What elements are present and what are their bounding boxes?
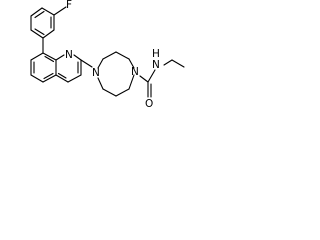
bond [97, 58, 104, 69]
bond [30, 52, 44, 61]
piperazine-nitrogen-4-label: N [131, 66, 139, 78]
bond [102, 88, 117, 97]
bond [115, 88, 130, 97]
bond [42, 52, 57, 61]
bond [171, 59, 185, 68]
carbonyl-oxygen-label: O [145, 98, 153, 110]
fluorine-label: F [66, 0, 72, 11]
piperazine-nitrogen-1-label: N [92, 67, 100, 79]
amide-hydrogen-label: H [152, 48, 160, 60]
bond [102, 51, 117, 60]
bond [41, 7, 55, 16]
bond [67, 74, 82, 83]
structure-svg: F N N N N H O [30, 0, 185, 110]
bond [163, 59, 173, 66]
molecule-diagram: F N N N N H O [0, 0, 188, 133]
bond [30, 74, 44, 83]
bond [34, 10, 45, 19]
bond [73, 54, 82, 61]
bond [55, 74, 69, 83]
bond [53, 6, 67, 16]
bond [115, 51, 130, 60]
bond [42, 74, 57, 83]
bond [43, 72, 54, 80]
bond [128, 74, 135, 90]
bond [147, 69, 156, 83]
atom-labels: F N N N N H O [65, 0, 160, 110]
bond [30, 29, 44, 39]
bond [57, 72, 67, 79]
bond [139, 75, 149, 83]
quinoline-nitrogen-label: N [65, 49, 73, 61]
amide-nitrogen-label: N [152, 59, 160, 71]
bond [42, 29, 55, 39]
bond [55, 54, 65, 61]
bond [44, 55, 55, 63]
bond [34, 28, 45, 36]
bond [30, 7, 43, 17]
bond [128, 58, 135, 69]
bond [97, 77, 104, 90]
bond [80, 59, 93, 68]
bonds [30, 6, 185, 98]
